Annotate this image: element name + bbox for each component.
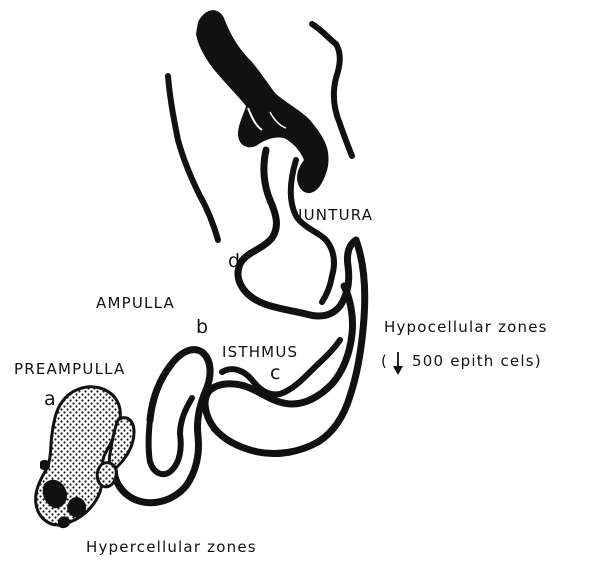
label-preampulla: PREAMPULLA <box>14 362 126 377</box>
label-isthmus: ISTHMUS <box>222 345 298 360</box>
label-hypercellular-zones: Hypercellular zones <box>86 540 257 555</box>
letter-c: c <box>270 364 280 383</box>
juntura-tube <box>238 150 356 316</box>
label-hypocellular-zones: Hypocellular zones <box>384 320 548 335</box>
down-arrow-icon <box>393 352 403 375</box>
label-hypocellular-paren-open: ( <box>381 354 388 369</box>
letter-d: d <box>228 252 240 271</box>
label-ampulla: AMPULLA <box>96 296 175 311</box>
letter-a: a <box>44 390 56 409</box>
outer-wall-left <box>168 76 218 240</box>
letter-b: b <box>196 318 208 337</box>
label-hypocellular-note: 500 epith cels) <box>412 354 542 369</box>
label-juntura: JUNTURA <box>298 208 373 223</box>
